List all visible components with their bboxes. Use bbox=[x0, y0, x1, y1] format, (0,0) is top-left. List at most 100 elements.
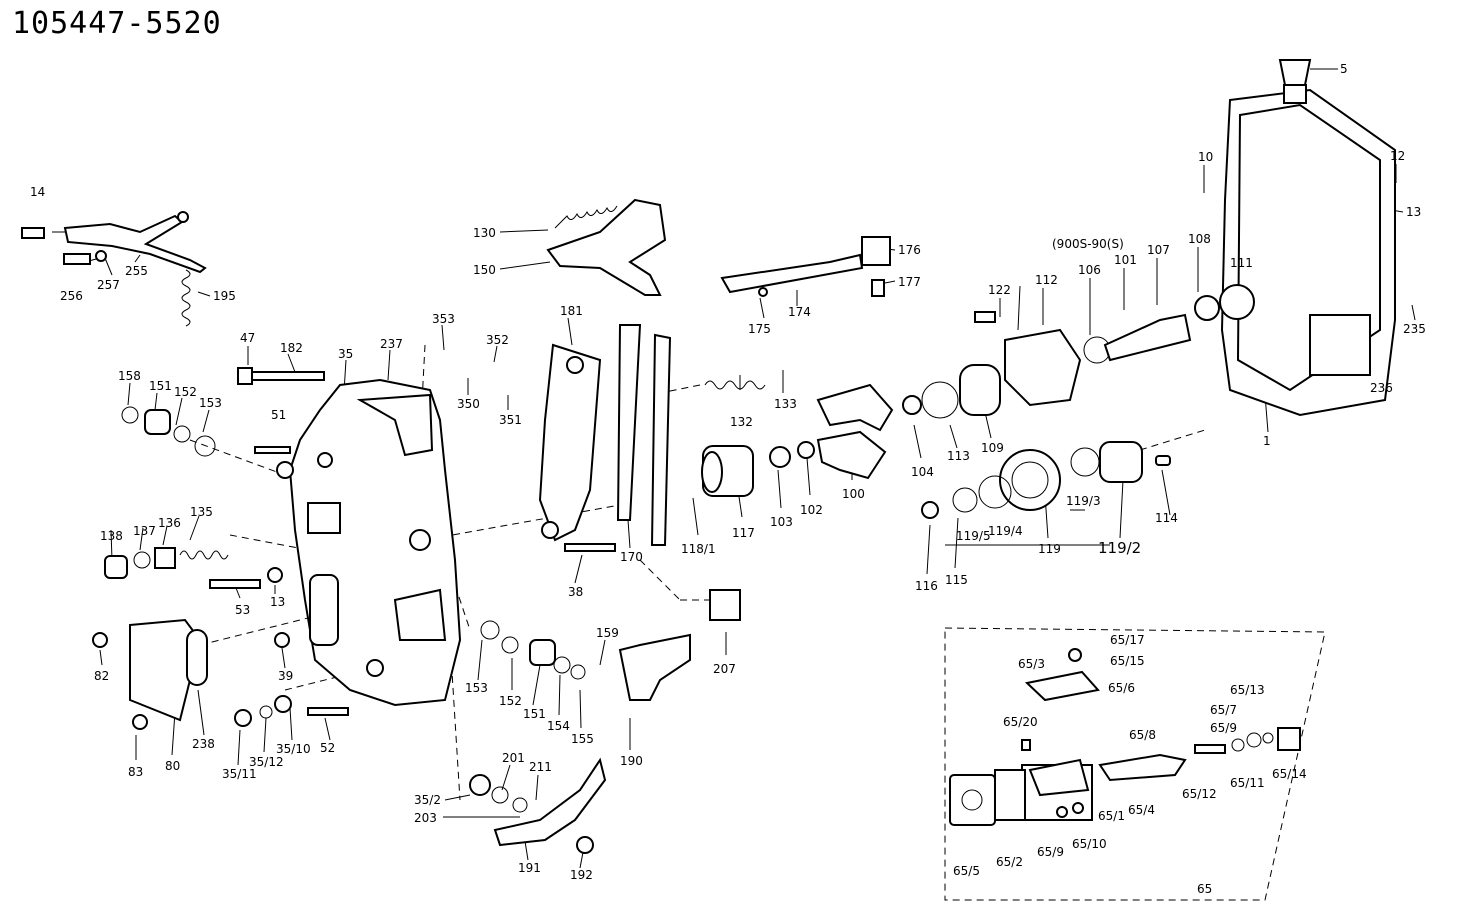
callout-235: 235 bbox=[1403, 322, 1426, 336]
callout-177: 177 bbox=[898, 275, 921, 289]
callout-175: 175 bbox=[748, 322, 771, 336]
callout-236: 236 bbox=[1370, 381, 1393, 395]
callout-181: 181 bbox=[560, 304, 583, 318]
link-lever-181 bbox=[538, 324, 672, 546]
callout-182: 182 bbox=[280, 341, 303, 355]
callout-109: 109 bbox=[981, 441, 1004, 455]
callout-256: 256 bbox=[60, 289, 83, 303]
callout-65-6: 65/6 bbox=[1108, 681, 1135, 695]
callout-82: 82 bbox=[94, 669, 109, 683]
callout-35-10: 35/10 bbox=[276, 742, 311, 756]
callout-117: 117 bbox=[732, 526, 755, 540]
callout-352: 352 bbox=[486, 333, 509, 347]
callout-118-1: 118/1 bbox=[681, 542, 716, 556]
callout-35: 35 bbox=[338, 347, 353, 361]
callout-10: 10 bbox=[1198, 150, 1213, 164]
callout-65-14: 65/14 bbox=[1272, 767, 1307, 781]
callout-38: 38 bbox=[568, 585, 583, 599]
callout-65: 65 bbox=[1197, 882, 1212, 896]
callout-152b: 152 bbox=[499, 694, 522, 708]
callout-237: 237 bbox=[380, 337, 403, 351]
callout-35-2: 35/2 bbox=[414, 793, 441, 807]
callout-211: 211 bbox=[529, 760, 552, 774]
callout-130: 130 bbox=[473, 226, 496, 240]
gear-119-assembly bbox=[921, 441, 1171, 519]
callout-39: 39 bbox=[278, 669, 293, 683]
callout-106: 106 bbox=[1078, 263, 1101, 277]
callout-13b: 13 bbox=[270, 595, 285, 609]
callout-65-13: 65/13 bbox=[1230, 683, 1265, 697]
callout-153a: 153 bbox=[199, 396, 222, 410]
callout-102: 102 bbox=[800, 503, 823, 517]
top-left-lever-255 bbox=[21, 211, 207, 327]
callout-170: 170 bbox=[620, 550, 643, 564]
callout-65-8: 65/8 bbox=[1129, 728, 1156, 742]
callout-111: 111 bbox=[1230, 256, 1253, 270]
callout-137: 137 bbox=[133, 524, 156, 538]
callout-65-7: 65/7 bbox=[1210, 703, 1237, 717]
callout-53: 53 bbox=[235, 603, 250, 617]
callout-labels: 14 256 257 255 195 130 150 176 177 174 1… bbox=[30, 62, 1426, 896]
callout-112: 112 bbox=[1035, 273, 1058, 287]
callout-104: 104 bbox=[911, 465, 934, 479]
callout-201: 201 bbox=[502, 751, 525, 765]
callout-116: 116 bbox=[915, 579, 938, 593]
callout-191: 191 bbox=[518, 861, 541, 875]
callout-100: 100 bbox=[842, 487, 865, 501]
callout-207: 207 bbox=[713, 662, 736, 676]
callout-158: 158 bbox=[118, 369, 141, 383]
callout-150: 150 bbox=[473, 263, 496, 277]
callout-52: 52 bbox=[320, 741, 335, 755]
callout-65-9b: 65/9 bbox=[1037, 845, 1064, 859]
callout-65-17: 65/17 bbox=[1110, 633, 1145, 647]
callout-174: 174 bbox=[788, 305, 811, 319]
callout-1: 1 bbox=[1263, 434, 1271, 448]
callout-190: 190 bbox=[620, 754, 643, 768]
lever-174 bbox=[720, 236, 891, 297]
callout-135: 135 bbox=[190, 505, 213, 519]
callout-65-15: 65/15 bbox=[1110, 654, 1145, 668]
callout-132: 132 bbox=[730, 415, 753, 429]
callout-35-12: 35/12 bbox=[249, 755, 284, 769]
lower-center-parts bbox=[469, 589, 741, 854]
callout-133: 133 bbox=[774, 397, 797, 411]
callout-119-3: 119/3 bbox=[1066, 494, 1101, 508]
callout-65-5: 65/5 bbox=[953, 864, 980, 878]
flyweight-assembly bbox=[701, 284, 1255, 497]
callout-119-2: 119/2 bbox=[1098, 539, 1141, 557]
callout-154: 154 bbox=[547, 719, 570, 733]
callout-65-20: 65/20 bbox=[1003, 715, 1038, 729]
governor-spring-130 bbox=[546, 198, 667, 296]
callout-83: 83 bbox=[128, 765, 143, 779]
callout-113: 113 bbox=[947, 449, 970, 463]
callout-65-1: 65/1 bbox=[1098, 809, 1125, 823]
callout-153b: 153 bbox=[465, 681, 488, 695]
callout-151a: 151 bbox=[149, 379, 172, 393]
box-65-frame bbox=[944, 627, 1326, 901]
callout-65-11: 65/11 bbox=[1230, 776, 1265, 790]
callout-351: 351 bbox=[499, 413, 522, 427]
callout-108: 108 bbox=[1188, 232, 1211, 246]
callout-13a: 13 bbox=[1406, 205, 1421, 219]
callout-255: 255 bbox=[125, 264, 148, 278]
callout-203: 203 bbox=[414, 811, 437, 825]
callout-176: 176 bbox=[898, 243, 921, 257]
callout-65-12: 65/12 bbox=[1182, 787, 1217, 801]
callout-238: 238 bbox=[192, 737, 215, 751]
callout-192: 192 bbox=[570, 868, 593, 882]
callout-353: 353 bbox=[432, 312, 455, 326]
callout-155: 155 bbox=[571, 732, 594, 746]
governor-housing-right bbox=[1220, 59, 1396, 417]
callout-122: 122 bbox=[988, 283, 1011, 297]
callout-65-9a: 65/9 bbox=[1210, 721, 1237, 735]
callout-51: 51 bbox=[271, 408, 286, 422]
callout-350: 350 bbox=[457, 397, 480, 411]
page-title: 105447-5520 bbox=[12, 6, 222, 41]
main-pump-housing bbox=[276, 378, 462, 707]
callout-152a: 152 bbox=[174, 385, 197, 399]
callout-195: 195 bbox=[213, 289, 236, 303]
callout-114: 114 bbox=[1155, 511, 1178, 525]
callout-151b: 151 bbox=[523, 707, 546, 721]
left-small-parts bbox=[92, 367, 616, 730]
